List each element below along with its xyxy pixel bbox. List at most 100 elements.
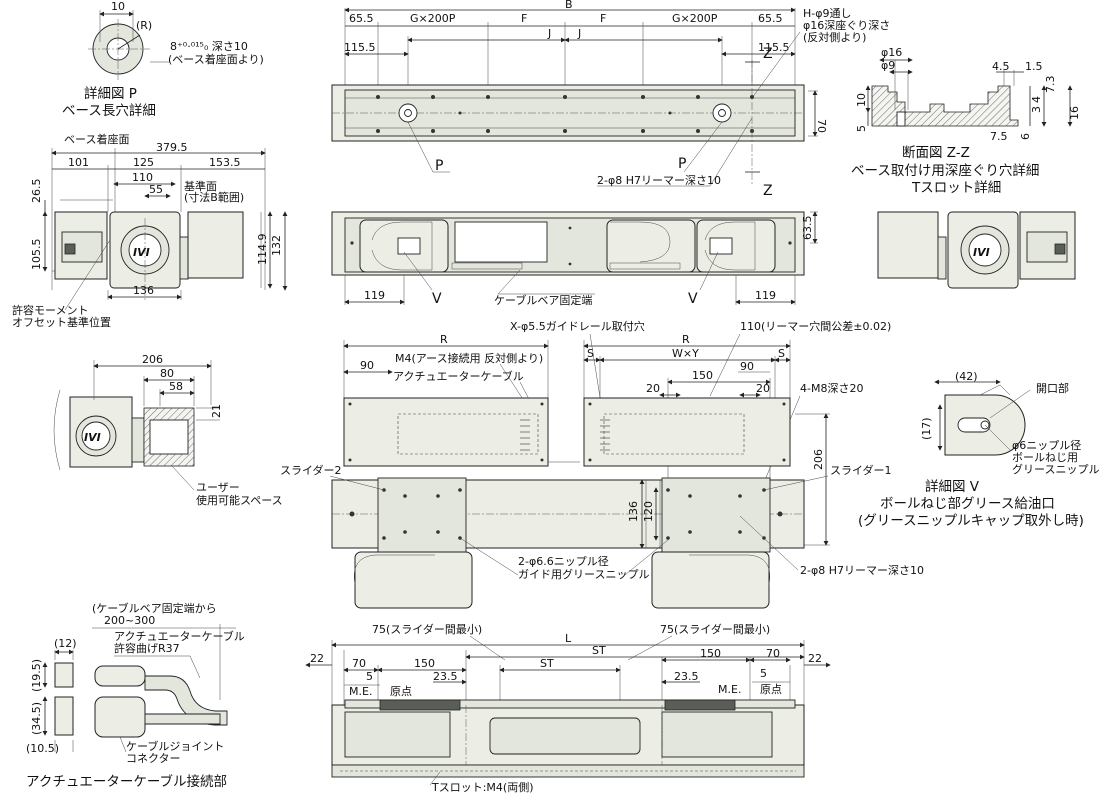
home-left: 原点 xyxy=(390,685,412,698)
dim-70-left: 70 xyxy=(352,657,366,670)
dim-5: 5 xyxy=(855,125,868,132)
dim-j-right: J xyxy=(577,27,581,40)
dim-d9: φ9 xyxy=(881,59,895,72)
home-right: 原点 xyxy=(760,683,782,696)
dim-l: L xyxy=(565,632,572,645)
view-v-right: V xyxy=(688,291,698,307)
dim-26-5: 26.5 xyxy=(30,179,43,204)
dim-r-left: R xyxy=(440,333,448,346)
dim-19-5: (19.5) xyxy=(30,659,43,692)
dim-115-5-right: 115.5 xyxy=(758,41,790,54)
dim-g200p-right: G×200P xyxy=(672,12,718,25)
detail-p-title: 詳細図 P xyxy=(84,86,137,102)
nipple-note-2: ボールねじ用 xyxy=(1012,451,1078,464)
moment-label-2: オフセット基準位置 xyxy=(12,315,111,329)
dim-4: 4 xyxy=(1030,96,1043,103)
nipple-note-3: グリースニップル xyxy=(1012,462,1099,476)
dim-wxy: W×Y xyxy=(672,347,699,360)
dim-B: B xyxy=(565,0,573,11)
dim-7-5: 7.5 xyxy=(990,130,1008,143)
dim-132: 132 xyxy=(270,235,283,256)
cable-connector: (ケーブルベア固定端から 200~300 アクチュエーターケーブル 許容曲げR3… xyxy=(26,601,245,790)
dim-23-5-right: 23.5 xyxy=(674,670,699,683)
plan-view: R R 90 M4(アース接続用 反対側より) アクチュエーターケーブル X-φ… xyxy=(280,319,924,609)
slider-1: スライダー1 xyxy=(830,463,892,477)
cable-joint-1: ケーブルジョイント xyxy=(126,739,224,753)
dim-153-5: 153.5 xyxy=(209,156,241,169)
dim-55: 55 xyxy=(149,183,163,196)
section-subtitle-2: Tスロット詳細 xyxy=(911,180,1001,196)
top-view: B 65.5 G×200P F F G×200P 65.5 J J 115.5 … xyxy=(331,0,890,199)
moment-label-1: 許容モーメント xyxy=(12,303,89,317)
dim-4-5: 4.5 xyxy=(992,60,1010,73)
label-p-right: P xyxy=(678,156,686,172)
slider-2: スライダー2 xyxy=(280,463,342,477)
dim-150-right: 150 xyxy=(700,647,721,660)
cable-fix-2: 200~300 xyxy=(104,614,155,627)
dim-110: 110 xyxy=(132,171,153,184)
user-space-2: 使用可能スペース xyxy=(196,493,283,507)
dim-206: 206 xyxy=(812,449,825,470)
dim-7-3: 7.3 xyxy=(1044,76,1057,94)
actuator-cable: アクチュエーターケーブル xyxy=(393,369,524,383)
section-title: 断面図 Z-Z xyxy=(902,145,970,161)
dim-12: (12) xyxy=(54,637,77,650)
iai-logo-small: IVI xyxy=(84,431,101,444)
dim-101: 101 xyxy=(68,156,89,169)
dim-119-left: 119 xyxy=(364,289,385,302)
dim-g200p-left: G×200P xyxy=(410,12,456,25)
view-v-left: V xyxy=(432,291,442,307)
cable-fixed-end: ケーブルベア固定端 xyxy=(494,293,592,307)
section-subtitle-1: ベース取付け用深座ぐり穴詳細 xyxy=(851,163,1039,179)
dim-1-5: 1.5 xyxy=(1025,60,1043,73)
dim-63-5: 63.5 xyxy=(801,216,814,241)
dim-st: ST xyxy=(540,657,554,670)
side-view: 75(スライダー間最小) 75(スライダー間最小) L ST 22 22 70 … xyxy=(305,622,831,793)
dim-s-right: S xyxy=(778,347,785,360)
detail-v-subtitle-1: ボールねじ部グリース給油口 xyxy=(880,496,1055,512)
dim-34-5: (34.5) xyxy=(30,702,43,735)
dim-105-5: 105.5 xyxy=(30,239,43,271)
front-view: 63.5 119 119 V V ケーブルベア固定端 xyxy=(331,211,818,307)
dim-22-right: 22 xyxy=(808,652,822,665)
dim-10-5: (10.5) xyxy=(26,742,59,755)
dim-379-5: 379.5 xyxy=(156,141,188,154)
dim-d16: φ16 xyxy=(881,46,902,59)
opening-label: 開口部 xyxy=(1036,381,1069,395)
dim-3: 3 xyxy=(1030,106,1043,113)
m8-tap: 4-M8深さ20 xyxy=(800,382,863,395)
dim-f-left: F xyxy=(521,12,527,25)
dim-5-right: 5 xyxy=(760,667,767,680)
dim-st-top: ST xyxy=(592,644,606,657)
dim-21: 21 xyxy=(210,404,223,418)
dim-119-right: 119 xyxy=(755,289,776,302)
nipple-note-1: 2-φ6.6ニップル径 xyxy=(518,555,609,568)
dim-70: 70 xyxy=(815,119,828,133)
dim-206: 206 xyxy=(142,353,163,366)
me-right: M.E. xyxy=(718,683,741,696)
dim-136: 136 xyxy=(627,501,640,522)
detail-p-subtitle: ベース長穴詳細 xyxy=(62,103,156,119)
cable-conn-title: アクチュエーターケーブル接続部 xyxy=(26,773,227,790)
dim-10: 10 xyxy=(111,0,125,13)
detail-v-subtitle-2: (グリースニップルキャップ取外し時) xyxy=(858,513,1084,529)
ref-surface: 基準面 xyxy=(184,179,217,193)
dim-65-5-right: 65.5 xyxy=(758,12,783,25)
section-zz: φ16 φ9 4.5 1.5 10 5 4 3 7.3 16 7.5 6 断面図… xyxy=(851,46,1081,196)
dim-42: (42) xyxy=(955,370,978,383)
dim-20-left: 20 xyxy=(646,382,660,395)
cable-bend-2: 許容曲げR37 xyxy=(114,641,180,655)
end-view-right: IVI xyxy=(877,211,1076,289)
hole-note-2: φ16深座ぐり深さ xyxy=(803,18,890,32)
dim-58: 58 xyxy=(169,380,183,393)
dim-j-left: J xyxy=(547,27,551,40)
dim-90-left: 90 xyxy=(360,359,374,372)
dim-f-right: F xyxy=(600,12,606,25)
dim-136: 136 xyxy=(133,284,154,297)
r-mark: (R) xyxy=(136,19,152,32)
dim-115-5-left: 115.5 xyxy=(344,41,376,54)
dim-6: 6 xyxy=(1019,133,1032,140)
reamer-pitch: 110(リーマー穴間公差±0.02) xyxy=(740,319,891,333)
reamer-note: 2-φ8 H7リーマー深さ10 xyxy=(597,174,721,187)
reamer-note: 2-φ8 H7リーマー深さ10 xyxy=(800,564,924,577)
